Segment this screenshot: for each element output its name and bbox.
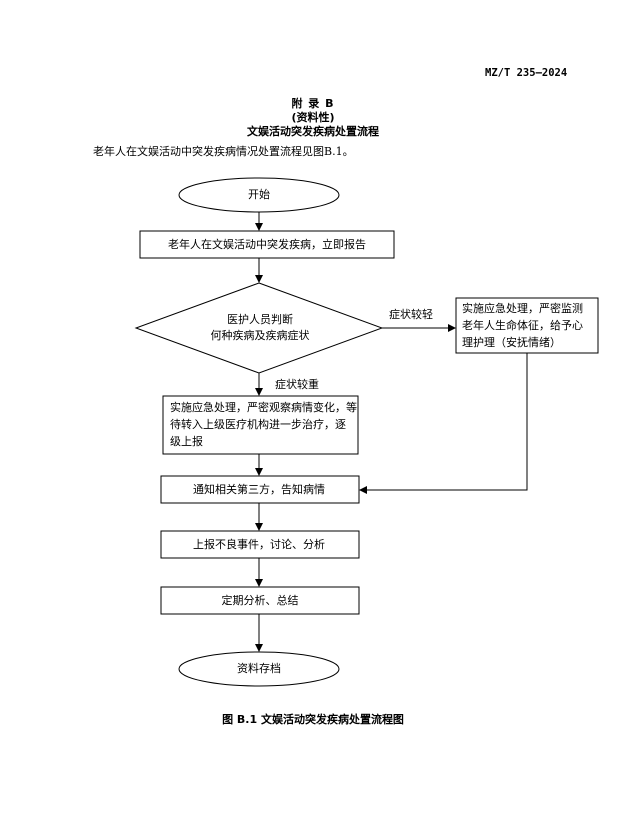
figure-caption: 图 B.1 文娱活动突发疾病处置流程图 [222, 713, 404, 726]
end-terminal [178, 651, 340, 687]
start-label: 开始 [248, 188, 270, 201]
severe-action-text: 实施应急处理，严密观察病情变化，等 待转入上级医疗机构进一步治疗，逐 级上报 [170, 401, 357, 448]
end-label: 资料存档 [237, 662, 281, 675]
adverse-event-label: 上报不良事件，讨论、分析 [193, 538, 325, 551]
appendix-label: 附 录 B [291, 97, 335, 110]
intro-paragraph: 老年人在文娱活动中突发疾病情况处置流程见图B.1。 [93, 145, 354, 158]
decision-label-line1: 医护人员判断 [227, 313, 293, 326]
decision-label-line2: 何种疾病及疾病症状 [210, 329, 310, 342]
report-step-box [139, 230, 395, 259]
severe-action-box [162, 395, 359, 455]
adverse-event-box [160, 530, 360, 559]
notify-step-label: 通知相关第三方，告知病情 [193, 483, 325, 496]
report-step-label: 老年人在文娱活动中突发疾病，立即报告 [168, 238, 366, 251]
branch-severe-label: 症状较重 [275, 378, 319, 391]
appendix-nature: (资料性) [291, 111, 335, 124]
standard-code: MZ/T 235—2024 [485, 67, 568, 79]
analysis-label: 定期分析、总结 [221, 594, 299, 607]
mild-action-text: 实施应急处理，严密监测 老年人生命体征，给予心 理护理（安抚情绪） [462, 302, 583, 349]
analysis-box [160, 586, 360, 615]
appendix-title: 文娱活动突发疾病处置流程 [247, 125, 379, 138]
judgment-decision-diamond [134, 282, 384, 374]
branch-mild-label: 症状较轻 [389, 308, 433, 321]
